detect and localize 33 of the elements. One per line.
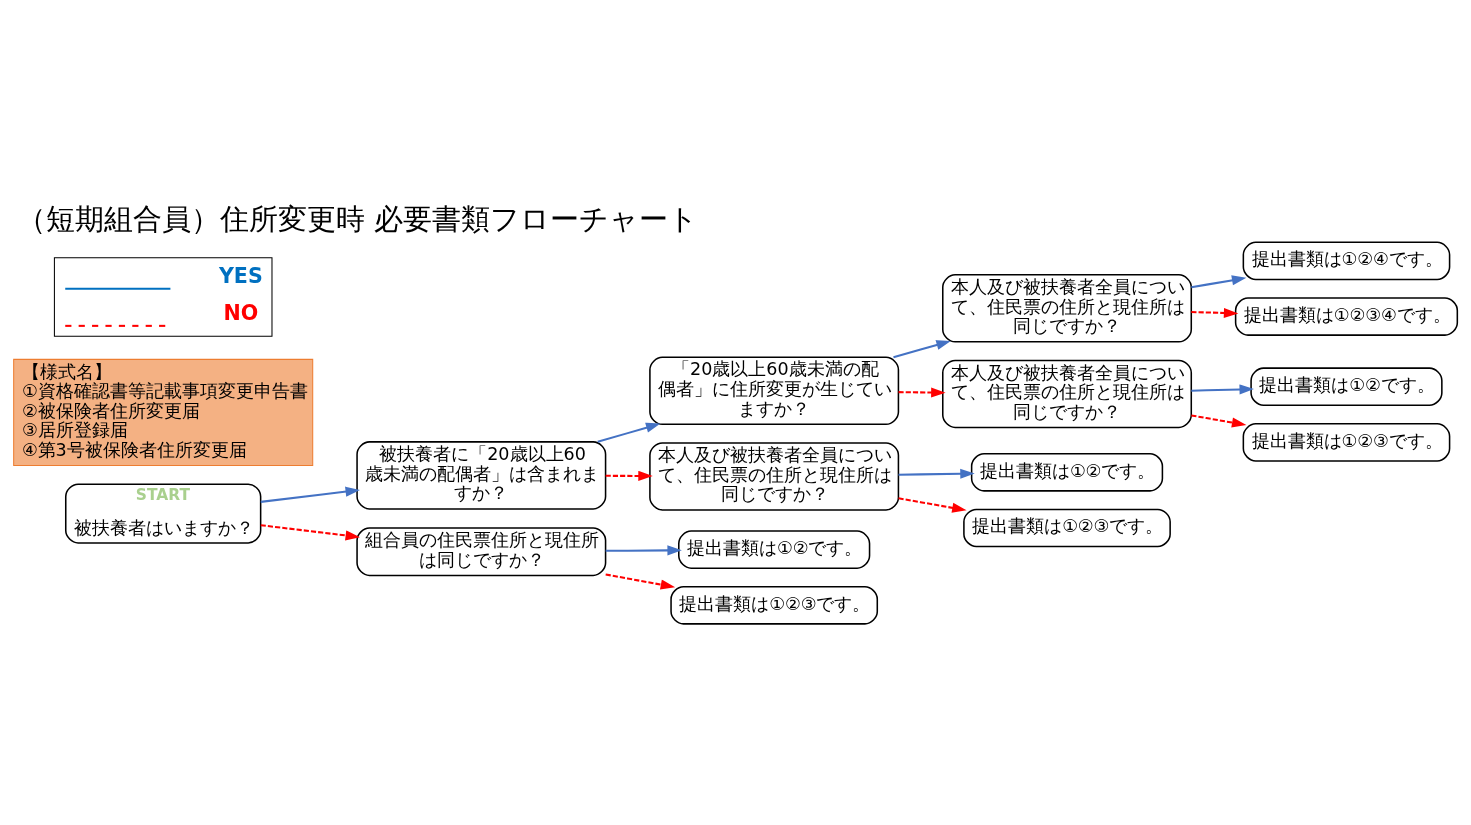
node-box: 提出書類は①②③です。: [670, 585, 879, 625]
node-box: 本人及び被扶養者全員について、住民票の住所と現住所は同じですか？: [942, 359, 1193, 428]
legend-label: YES: [218, 263, 263, 288]
arrow: [260, 523, 360, 540]
node-box: 提出書類は①②③です。: [1242, 422, 1451, 462]
node-box: 本人及び被扶養者全員について、住民票の住所と現住所は同じですか？: [942, 273, 1193, 343]
arrow: [260, 486, 360, 503]
node-box: 提出書類は①②です。: [678, 529, 871, 569]
arrow: [893, 339, 951, 358]
arrow: [1191, 413, 1247, 428]
node-box: 「20歳以上60歳未満の配偶者」に住所変更が生じていますか？: [649, 356, 900, 425]
diagram-title: （短期組合員）住所変更時 必要書類フローチャート: [16, 201, 699, 236]
arrow: [1191, 274, 1247, 288]
arrow: [605, 470, 653, 481]
arrow: [898, 496, 967, 513]
arrow: [605, 572, 676, 590]
node-box: START 被扶養者はいますか？: [64, 482, 262, 544]
node-box: 提出書類は①②③です。: [963, 508, 1171, 547]
node-box: 被扶養者に「20歳以上60歳未満の配偶者」は含まれますか？: [356, 440, 607, 510]
node-box: 本人及び被扶養者全員について、住民票の住所と現住所は同じですか？: [649, 441, 900, 511]
arrow: [898, 468, 975, 479]
arrow: [605, 544, 682, 555]
node-box: 提出書類は①②③④です。: [1234, 296, 1459, 336]
arrow: [898, 386, 946, 398]
node-box: 提出書類は①②です。: [970, 452, 1164, 492]
node-box: 提出書類は①②です。: [1250, 366, 1443, 406]
arrow: [597, 422, 661, 443]
legend-label: NO: [223, 300, 259, 325]
arrow: [1191, 383, 1254, 395]
node-box: 組合員の住民票住所と現住所は同じですか？: [356, 526, 607, 576]
node-box: 提出書類は①②④です。: [1242, 241, 1451, 280]
node-box: 【様式名】 ①資格確認書等記載事項変更申告書 ②被保険者住所変更届 ③居所登録届 ④第3号被保険者住所変更届: [13, 358, 314, 466]
arrow: [1191, 307, 1239, 318]
